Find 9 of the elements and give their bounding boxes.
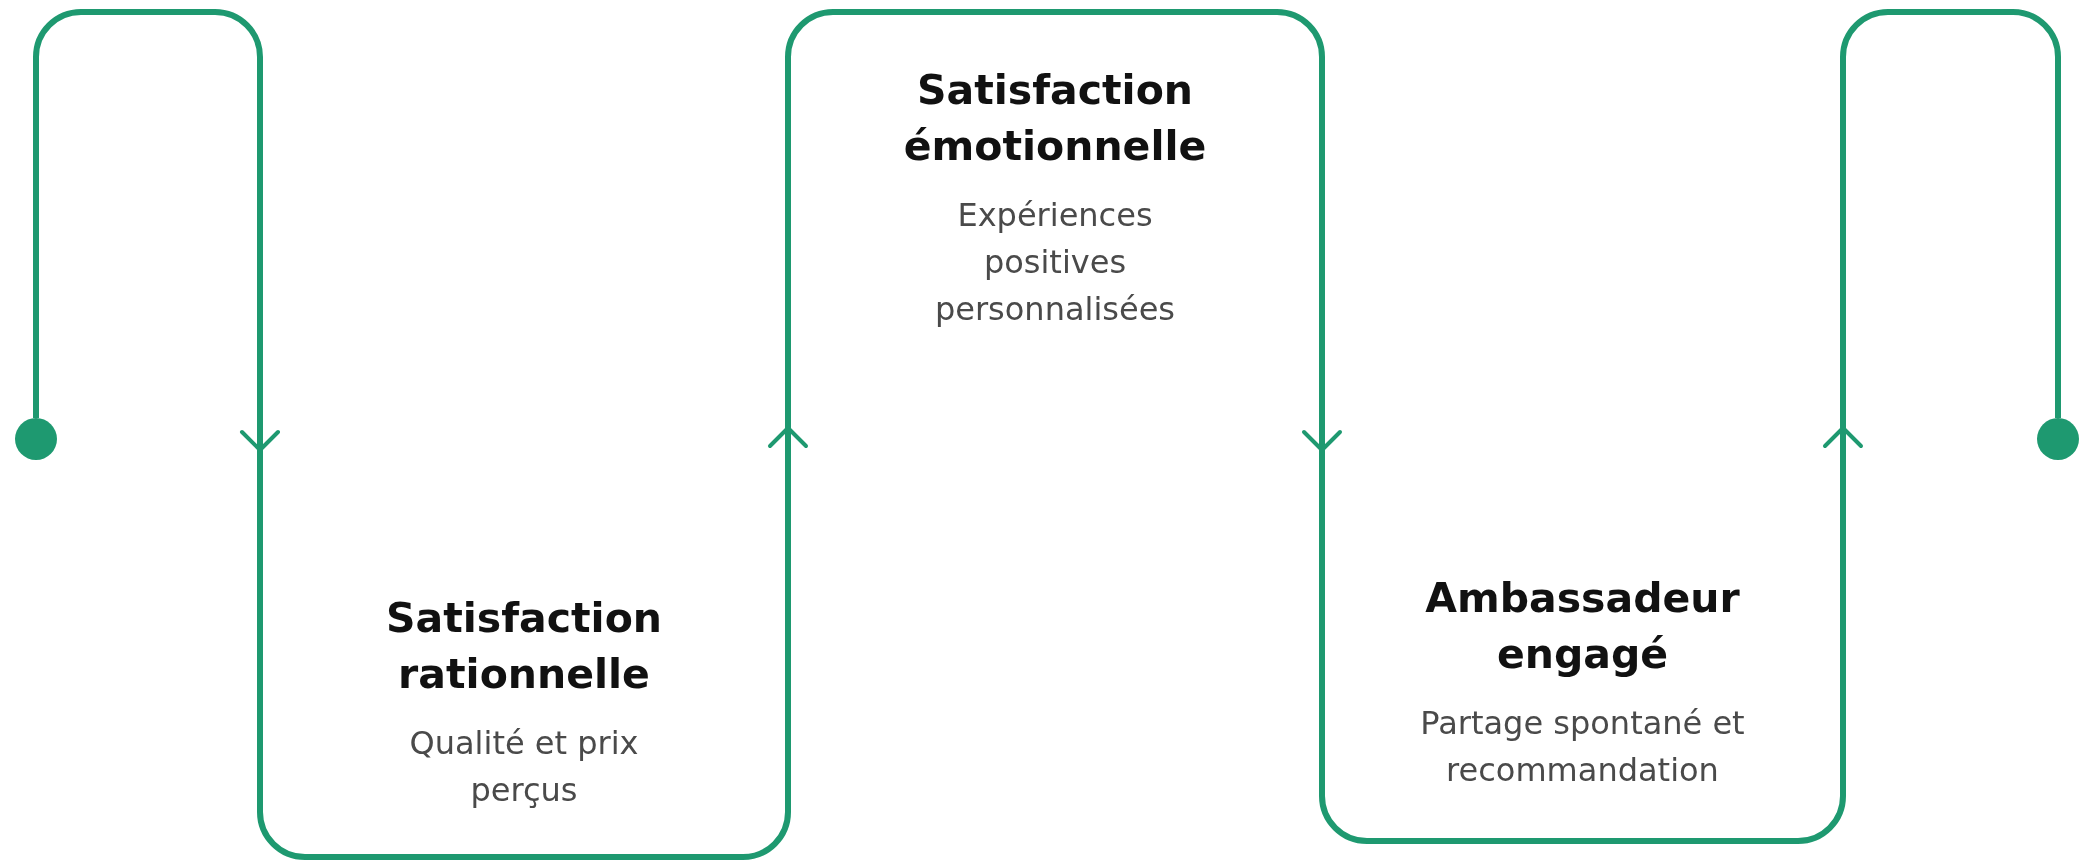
step-description: Expériences positives personnalisées (933, 195, 1177, 330)
step-title: Ambassadeur engagé (1424, 573, 1741, 680)
step-title: Satisfaction rationnelle (384, 593, 664, 700)
arrow (768, 426, 808, 450)
arrow (1302, 428, 1342, 452)
step-title: Satisfaction émotionnelle (902, 65, 1208, 172)
step-description: Partage spontané et recommandation (1419, 703, 1746, 791)
step-description: Qualité et prix perçus (408, 723, 640, 811)
arrow (33, 9, 280, 452)
